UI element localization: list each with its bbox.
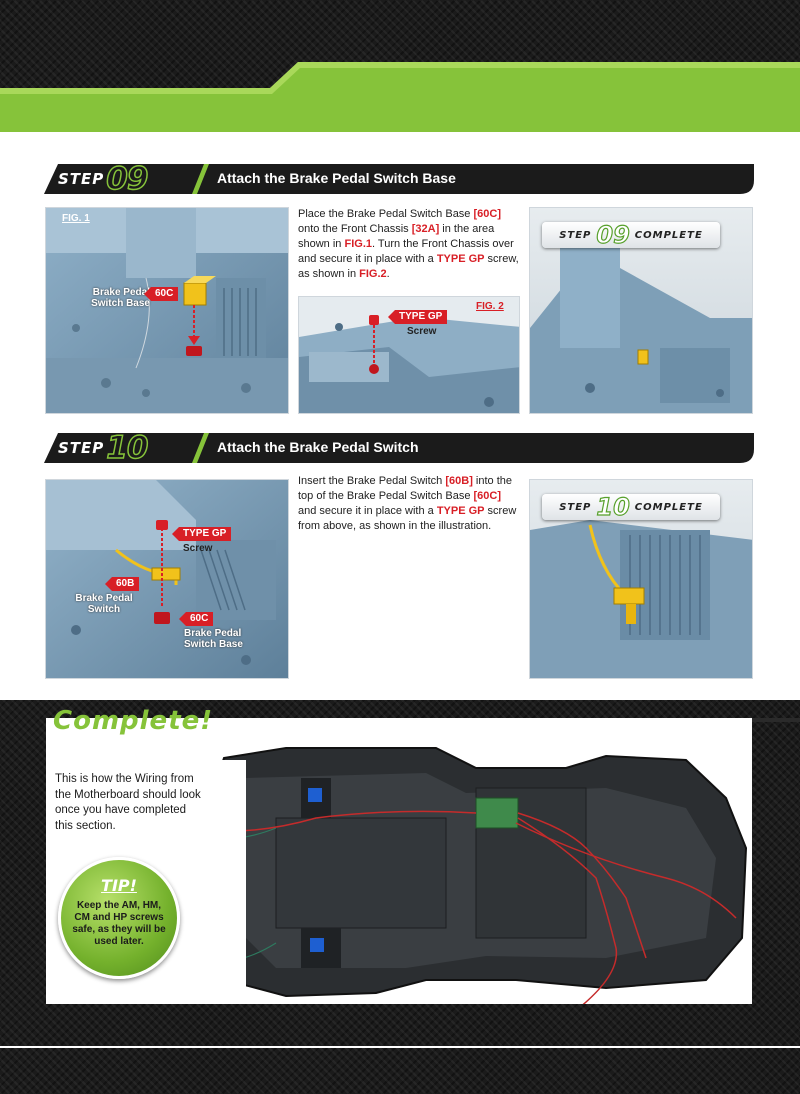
step10-fig: TYPE GP Screw 60B Brake Pedal Switch 60C… bbox=[45, 479, 289, 679]
step09-fig2-sub: Screw bbox=[407, 326, 437, 337]
step09-header-bar: STEP 09 Attach the Brake Pedal Switch Ba… bbox=[44, 161, 754, 197]
step09-word: STEP bbox=[58, 170, 105, 188]
header-band bbox=[0, 0, 800, 132]
step10-60c-name: Brake Pedal Switch Base bbox=[184, 628, 243, 650]
ref-type-gp-2: TYPE GP bbox=[436, 505, 485, 517]
ref-60c-2: [60C] bbox=[473, 490, 502, 502]
ref-type-gp: TYPE GP bbox=[436, 253, 485, 265]
step09-complete-illustration bbox=[530, 208, 752, 413]
step10-instructions: Insert the Brake Pedal Switch [60B] into… bbox=[298, 475, 517, 532]
step09-instructions: Place the Brake Pedal Switch Base [60C] … bbox=[298, 208, 519, 280]
step09-fig1-part-tag: 60C bbox=[143, 287, 179, 301]
ref-fig1: FIG.1 bbox=[344, 238, 372, 250]
step10-tag-60c: 60C bbox=[178, 612, 214, 626]
step10-complete-number: 10 bbox=[596, 493, 631, 521]
tip-badge: TIP! Keep the AM, HM, CM and HP screws s… bbox=[58, 857, 180, 979]
step09-fig1-part-name: Brake Pedal Switch Base bbox=[91, 287, 150, 309]
header-green-stripe bbox=[0, 62, 800, 132]
ref-32a: [32A] bbox=[411, 223, 440, 235]
step09-fig2-tag: TYPE GP bbox=[387, 310, 448, 324]
step10-tag-60b: 60B bbox=[104, 577, 140, 591]
step10-complete-image: STEP 10 COMPLETE bbox=[529, 479, 753, 679]
step09-fig2: FIG. 2 TYPE GP Screw bbox=[298, 296, 520, 414]
step10-title: Attach the Brake Pedal Switch bbox=[217, 439, 419, 455]
step10-fig-illustration bbox=[46, 480, 288, 678]
step09-fig1: FIG. 1 Brake Pedal Switch Base 60C bbox=[45, 207, 289, 414]
ref-fig2: FIG.2 bbox=[359, 268, 387, 280]
step10-badge: STEP 10 bbox=[58, 430, 150, 466]
step10-number: 10 bbox=[106, 430, 150, 466]
ref-60b: [60B] bbox=[445, 475, 473, 487]
step10-60b-name: Brake Pedal Switch bbox=[75, 593, 133, 615]
step09-complete-image: STEP 09 COMPLETE bbox=[529, 207, 753, 414]
step09-badge: STEP 09 bbox=[58, 161, 150, 197]
step10-tag-type-gp: TYPE GP bbox=[171, 527, 232, 541]
tip-text: Keep the AM, HM, CM and HP screws safe, … bbox=[72, 900, 166, 947]
step10-complete-badge: STEP 10 COMPLETE bbox=[542, 493, 720, 521]
step09-fig1-illustration bbox=[46, 208, 288, 413]
motherboard-subtitle: The Motherboard bbox=[53, 739, 184, 756]
step10-word: STEP bbox=[58, 439, 105, 457]
tip-title: TIP! bbox=[101, 876, 137, 895]
step10-header-bar: STEP 10 Attach the Brake Pedal Switch bbox=[44, 430, 754, 466]
step09-title: Attach the Brake Pedal Switch Base bbox=[217, 170, 456, 186]
step10-complete-illustration bbox=[530, 480, 752, 678]
step09-fig2-label: FIG. 2 bbox=[476, 301, 504, 312]
step09-fig1-label: FIG. 1 bbox=[62, 213, 90, 224]
complete-title: Complete! bbox=[53, 706, 214, 736]
step09-complete-badge: STEP 09 COMPLETE bbox=[542, 221, 720, 249]
ref-60c: [60C] bbox=[473, 208, 501, 220]
footer-carbon-band bbox=[0, 1048, 800, 1094]
motherboard-description: This is how the Wiring from the Motherbo… bbox=[55, 773, 201, 832]
step09-complete-number: 09 bbox=[596, 221, 631, 249]
step10-screw-sub: Screw bbox=[183, 543, 213, 554]
step09-number: 09 bbox=[106, 161, 150, 197]
